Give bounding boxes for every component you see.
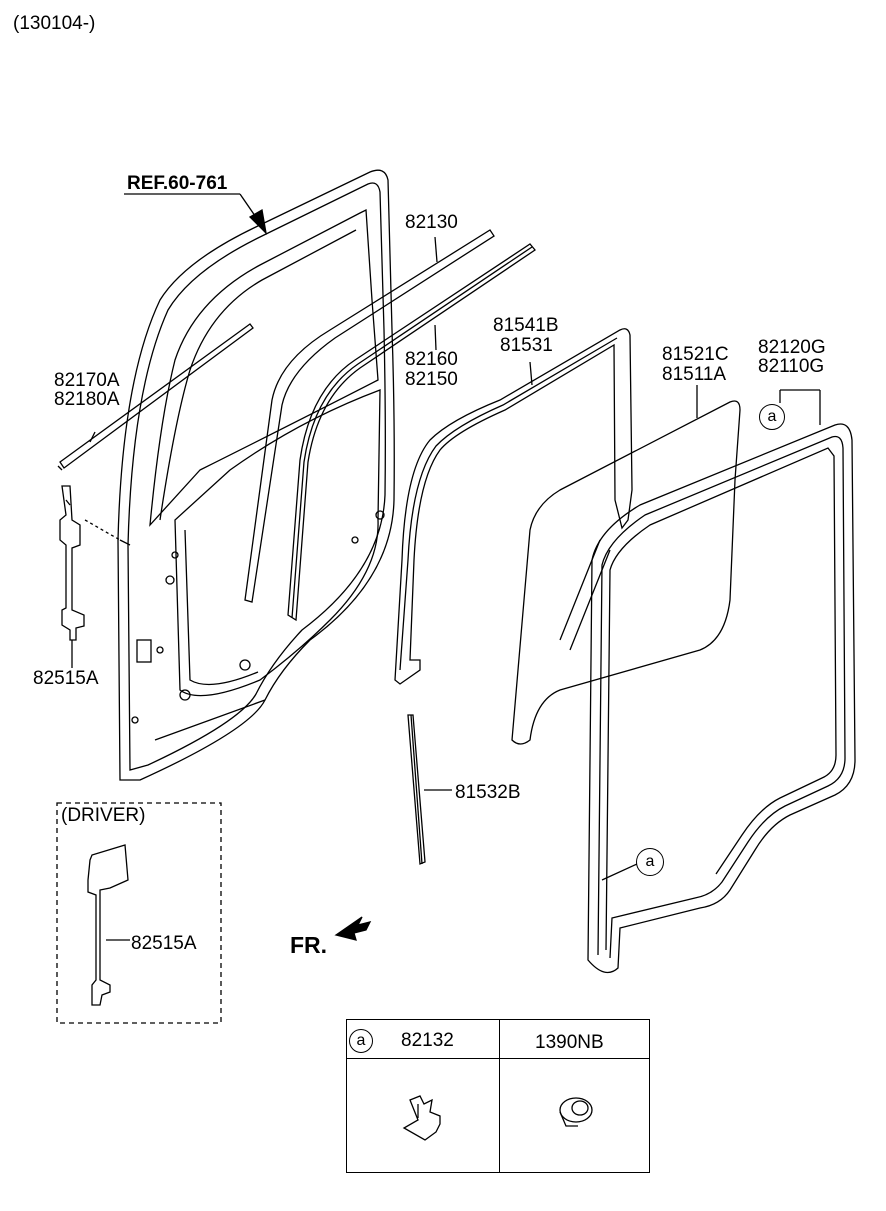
legend-part-82132: 82132 <box>401 1030 454 1051</box>
label-82515A: 82515A <box>33 668 99 689</box>
label-81521C: 81521C <box>662 344 729 365</box>
front-arrow <box>334 916 372 941</box>
door-inner-panel <box>117 169 395 781</box>
driver-box-title: (DRIVER) <box>61 805 146 826</box>
marker-a-seal: a <box>636 848 664 876</box>
label-82515A-driver: 82515A <box>131 933 197 954</box>
legend-part-1390NB: 1390NB <box>535 1032 604 1053</box>
label-81532B: 81532B <box>455 782 521 803</box>
label-81511A: 81511A <box>662 364 727 385</box>
label-81531: 81531 <box>500 335 553 356</box>
part-82170A-strip <box>57 323 254 471</box>
part-81541B-run-channel <box>394 328 633 685</box>
label-82130: 82130 <box>405 212 458 233</box>
front-label: FR. <box>290 932 328 958</box>
label-82180A: 82180A <box>54 389 120 410</box>
date-code: (130104-) <box>13 13 96 34</box>
part-82160-channel <box>287 243 536 622</box>
legend-marker-a: a <box>349 1029 373 1053</box>
part-82515A-regulator <box>59 485 121 668</box>
part-82120G-weatherstrip <box>587 389 856 974</box>
label-82110G: 82110G <box>758 356 825 377</box>
clip-82132-icon <box>402 1095 441 1141</box>
legend-divider-horizontal <box>347 1058 649 1059</box>
driver-box-border <box>56 802 222 1024</box>
nut-1390NB-icon <box>559 1097 593 1127</box>
ref-label[interactable]: REF.60-761 <box>127 173 228 194</box>
marker-a-top: a <box>759 404 785 430</box>
ref-arrowhead <box>248 208 267 235</box>
part-81521C-glass <box>511 385 741 745</box>
part-82515A-driver-regulator <box>87 844 130 1006</box>
label-82170A: 82170A <box>54 370 120 391</box>
label-82150: 82150 <box>405 369 458 390</box>
label-82120G: 82120G <box>758 337 826 358</box>
part-82130-strip <box>244 229 495 603</box>
legend-table: a 82132 1390NB <box>346 1019 650 1173</box>
part-81532B-channel <box>407 714 452 865</box>
label-82160: 82160 <box>405 349 458 370</box>
label-81541B: 81541B <box>493 315 559 336</box>
legend-divider-vertical <box>499 1020 500 1172</box>
